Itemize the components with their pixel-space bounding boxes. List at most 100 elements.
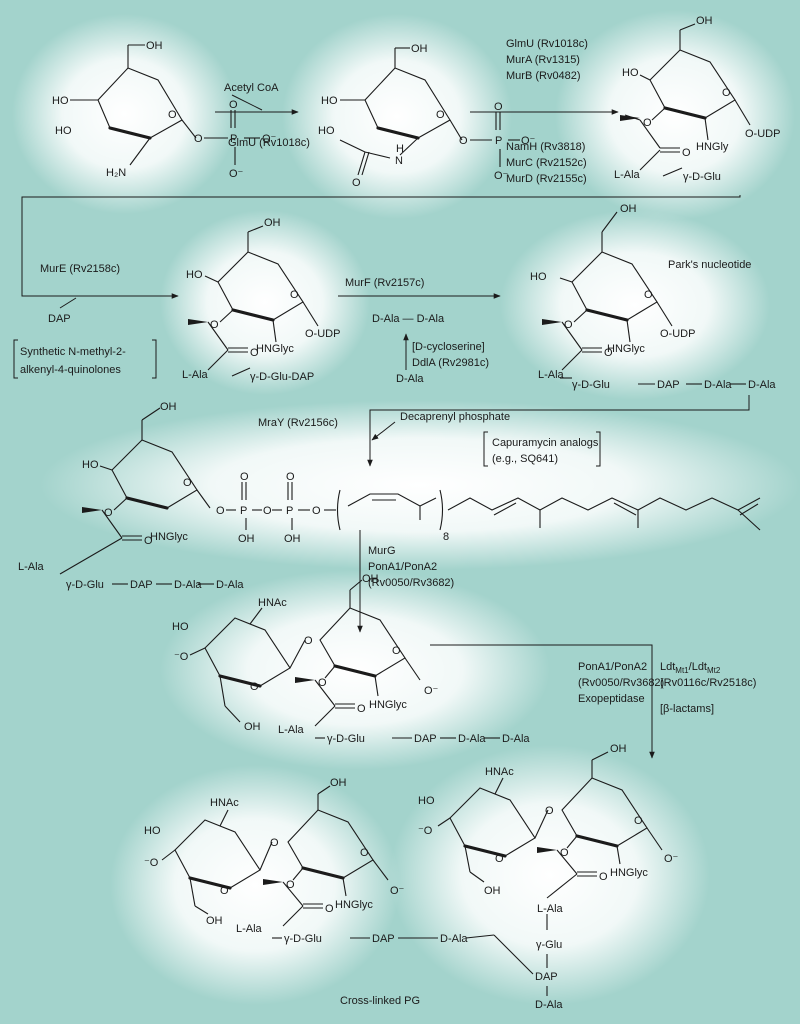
atom-o: O <box>220 885 229 897</box>
arrow-mray <box>367 395 750 467</box>
atom-ho: HO <box>622 67 639 79</box>
atom-ominus: O⁻ <box>390 885 405 897</box>
atom-oh: OH <box>264 217 281 229</box>
lipid-i: OH HO O O HNGlyc O O P O OH O P O OH O 8… <box>18 401 761 591</box>
atom-lala: L-Ala <box>614 169 641 181</box>
atom-o: O <box>560 847 569 859</box>
atom-o: O <box>286 879 295 891</box>
label-crosslinked-pg: Cross-linked PG <box>340 995 420 1007</box>
atom-hnglyc: HNGlyc <box>256 343 294 355</box>
bracket-capuramycin-right <box>596 431 601 467</box>
atom-o: O <box>604 347 613 359</box>
atom-oh: OH <box>484 885 501 897</box>
atom-ho: HO <box>52 95 69 107</box>
atom-udp: O-UDP <box>305 328 340 340</box>
atom-o: O <box>545 805 554 817</box>
atom-hnglyc: HNGlyc <box>610 867 648 879</box>
atom-o: O <box>360 847 369 859</box>
atom-dala: D-Ala <box>458 733 486 745</box>
atom-ominus-left: ⁻O <box>418 825 433 837</box>
label-parks-nucleotide: Park's nucleotide <box>668 259 751 271</box>
label-murf: MurF (Rv2157c) <box>345 277 424 289</box>
label-dap-in: DAP <box>48 313 71 325</box>
atom-o: O <box>304 635 313 647</box>
atom-gdglu-dap: γ-D-Glu-DAP <box>250 371 314 383</box>
atom-o: O <box>250 681 259 693</box>
label-glmu2: GlmU (Rv1018c) <box>506 38 588 50</box>
glcnac-1-phosphate: OH HO HO O N H O O P O O⁻ O⁻ <box>318 43 536 189</box>
label-murc: MurC (Rv2152c) <box>506 157 587 169</box>
atom-h: H <box>396 143 404 155</box>
atom-ho: HO <box>321 95 338 107</box>
atom-ho: HO <box>82 459 99 471</box>
atom-ho: HO <box>530 271 547 283</box>
atom-o: O <box>250 347 259 359</box>
atom-dala: D-Ala <box>535 999 563 1011</box>
label-decaprenyl: Decaprenyl phosphate <box>400 411 510 423</box>
atom-h2n: H₂N <box>106 167 126 179</box>
atom-dala: D-Ala <box>704 379 732 391</box>
atom-hnac: HNAc <box>485 766 514 778</box>
atom-ominus: O⁻ <box>521 135 536 147</box>
atom-lala: L-Ala <box>236 923 263 935</box>
label-cycloserine: [D-cycloserine] <box>412 341 485 353</box>
lipid-ii-disaccharide: HNAc HO ⁻O O O OH OH O O O HNGlyc O⁻ L-A… <box>172 573 530 745</box>
label-dala-dala: D-Ala — D-Ala <box>372 313 445 325</box>
label-capuramycin-2: (e.g., SQ641) <box>492 453 558 465</box>
atom-gdglu: γ-D-Glu <box>284 933 322 945</box>
glcn-1-phosphate: OH HO HO O H₂N O P O O⁻ O⁻ <box>52 40 277 180</box>
atom-gdglu: γ-D-Glu <box>66 579 104 591</box>
atom-dap: DAP <box>372 933 395 945</box>
bracket-quinolones-right <box>152 339 157 379</box>
atom-o: O <box>682 147 691 159</box>
atom-o: O <box>564 319 573 331</box>
atom-o: O <box>286 471 295 483</box>
atom-p: P <box>286 505 293 517</box>
atom-o: O <box>312 505 321 517</box>
parks-nucleotide: OH HO O O HNGlyc O-UDP O Park's nucleoti… <box>530 203 776 391</box>
atom-o: O <box>352 177 361 189</box>
glow-parks <box>500 210 770 400</box>
arrow-mure <box>21 195 741 299</box>
atom-oh: OH <box>620 203 637 215</box>
atom-dap: DAP <box>657 379 680 391</box>
atom-hngly: HNGly <box>696 141 729 153</box>
atom-o: O <box>263 505 272 517</box>
atom-ominus: O⁻ <box>664 853 679 865</box>
bracket-quinolones <box>13 339 18 379</box>
atom-p: P <box>495 135 502 147</box>
label-namh: NamH (Rv3818) <box>506 141 585 153</box>
label-mure: MurE (Rv2158c) <box>40 263 120 275</box>
atom-ho: HO <box>318 125 335 137</box>
atom-ho: HO <box>172 621 189 633</box>
atom-lala: L-Ala <box>182 369 209 381</box>
label-capuramycin-1: Capuramycin analogs <box>492 437 599 449</box>
atom-dala: D-Ala <box>502 733 530 745</box>
atom-gglu: γ-Glu <box>536 939 562 951</box>
crosslinked-strand-right: HNAc HO ⁻O O O OH OH O O O HNGlyc O⁻ L-A… <box>418 743 679 1011</box>
atom-oh: OH <box>160 401 177 413</box>
label-ddla: DdlA (Rv2981c) <box>412 357 489 369</box>
atom-dala: D-Ala <box>174 579 202 591</box>
arrow-decaprenyl-in <box>371 421 396 441</box>
atom-lala: L-Ala <box>537 903 564 915</box>
atom-oh: OH <box>146 40 163 52</box>
atom-ominus: O⁻ <box>494 170 509 182</box>
atom-p: P <box>230 133 237 145</box>
atom-udp: O-UDP <box>660 328 695 340</box>
glow-glcn1p <box>12 14 237 214</box>
atom-o: O <box>270 837 279 849</box>
atom-o: O <box>229 99 238 111</box>
atom-o: O <box>644 289 653 301</box>
atom-dala: D-Ala <box>748 379 776 391</box>
glow-lipid <box>40 400 800 570</box>
arrow-dap-in <box>59 297 77 309</box>
udp-murnglyc-tripeptide: OH HO O O HNGlyc O-UDP O L-Ala γ-D-Glu-D… <box>182 217 340 383</box>
atom-gdglu: γ-D-Glu <box>327 733 365 745</box>
label-quinolones-1: Synthetic N-methyl-2- <box>20 346 126 358</box>
atom-ominus-left: ⁻O <box>144 857 159 869</box>
atom-ho: HO <box>186 269 203 281</box>
atom-oh: OH <box>610 743 627 755</box>
atom-oh: OH <box>330 777 347 789</box>
